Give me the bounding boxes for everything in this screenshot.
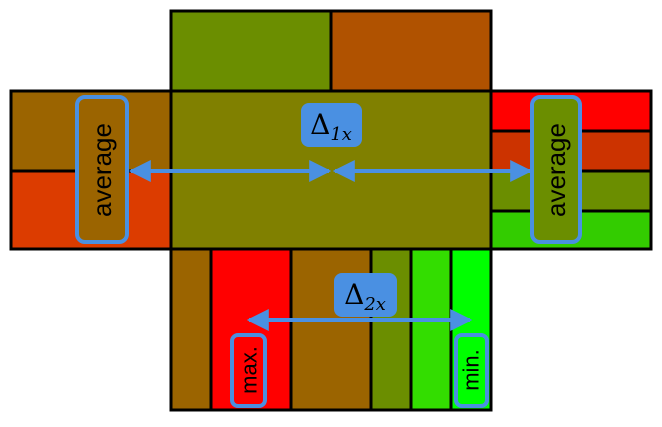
delta1-label: Δ1x: [301, 103, 362, 147]
svg-text:Δ2x: Δ2x: [344, 278, 386, 315]
min-label: min.: [454, 333, 489, 408]
bottom-cell-1: [169, 247, 213, 412]
delta1-subscript: 1x: [330, 124, 352, 145]
bottom-cell-5: [409, 247, 453, 412]
bottom-block: [169, 247, 493, 412]
delta2-label: Δ2x: [334, 273, 397, 317]
max-label: max.: [230, 333, 267, 408]
svg-text:Δ1x: Δ1x: [310, 108, 352, 145]
min-text: min.: [459, 349, 484, 391]
left-average-label: average: [75, 95, 129, 244]
delta2-symbol: Δ: [344, 278, 364, 311]
top-block: [169, 9, 493, 93]
right-average-text: average: [541, 123, 571, 217]
max-text: max.: [237, 346, 262, 394]
left-average-text: average: [87, 123, 117, 217]
delta2-subscript: 2x: [363, 294, 386, 315]
delta1-symbol: Δ: [310, 108, 330, 141]
right-average-label: average: [530, 95, 582, 244]
top-left-cell: [169, 9, 333, 93]
top-right-cell: [329, 9, 493, 93]
